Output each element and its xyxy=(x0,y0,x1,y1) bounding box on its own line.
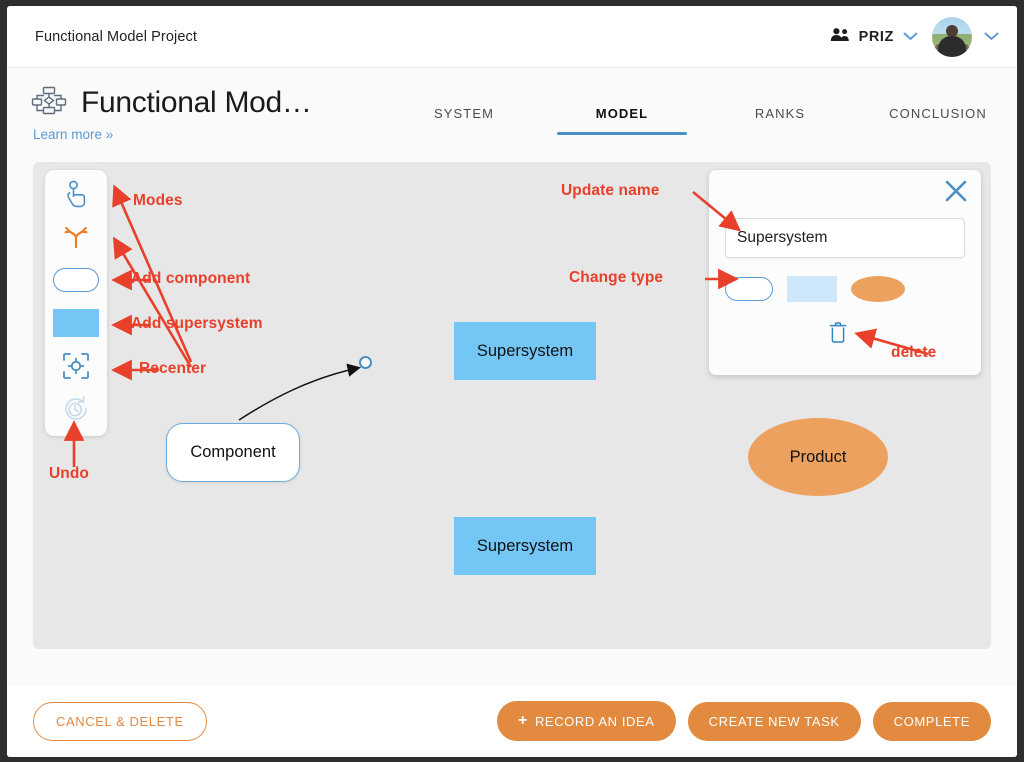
complete-button[interactable]: COMPLETE xyxy=(872,701,991,741)
type-component-swatch[interactable] xyxy=(725,277,773,301)
org-switcher[interactable]: PRIZ xyxy=(830,27,918,47)
top-bar-right: PRIZ xyxy=(830,16,999,57)
record-idea-button[interactable]: + RECORD AN IDEA xyxy=(496,701,676,741)
node-product[interactable]: Product xyxy=(748,418,888,496)
chevron-down-icon-user[interactable] xyxy=(984,29,999,44)
tab-model[interactable]: MODEL xyxy=(543,98,701,135)
page-header: Functional Mod… Learn more » SYSTEM MODE… xyxy=(7,68,1017,160)
node-name-input[interactable] xyxy=(725,218,965,258)
annotation-modes: Modes xyxy=(133,192,183,209)
type-supersystem-swatch[interactable] xyxy=(787,276,837,302)
close-icon[interactable] xyxy=(943,178,969,208)
top-bar: Functional Model Project PRIZ xyxy=(7,6,1017,68)
undo-icon[interactable] xyxy=(53,394,99,424)
add-supersystem-shape xyxy=(53,309,99,337)
chevron-down-icon[interactable] xyxy=(903,29,918,44)
record-idea-label: RECORD AN IDEA xyxy=(534,713,655,729)
canvas-area: Supersystem Component Product Supersyste… xyxy=(7,160,1017,685)
node-supersystem-top[interactable]: Supersystem xyxy=(454,322,596,380)
tab-ranks[interactable]: RANKS xyxy=(754,106,806,121)
learn-more-link[interactable]: Learn more » xyxy=(33,127,114,142)
annotation-recenter: Recenter xyxy=(139,360,207,377)
create-task-button[interactable]: CREATE NEW TASK xyxy=(687,701,861,741)
node-label: Supersystem xyxy=(476,536,574,555)
model-canvas[interactable]: Supersystem Component Product Supersyste… xyxy=(33,162,991,649)
tab-bar: SYSTEM MODEL RANKS CONCLUSION xyxy=(385,86,1017,135)
type-product-swatch[interactable] xyxy=(851,276,905,302)
tab-system[interactable]: SYSTEM xyxy=(433,106,495,121)
footer-action-bar: CANCEL & DELETE + RECORD AN IDEA CREATE … xyxy=(7,685,1017,757)
org-name: PRIZ xyxy=(858,28,894,45)
recenter-icon[interactable] xyxy=(53,351,99,381)
annotation-undo: Undo xyxy=(49,465,89,482)
project-header-left: Functional Mod… Learn more » xyxy=(7,86,385,144)
node-label: Supersystem xyxy=(476,341,574,360)
app-window: Functional Model Project PRIZ xyxy=(7,6,1017,757)
cancel-delete-button[interactable]: CANCEL & DELETE xyxy=(33,701,207,741)
tab-conclusion[interactable]: CONCLUSION xyxy=(889,106,987,121)
trash-icon[interactable] xyxy=(829,322,847,348)
add-component-button[interactable] xyxy=(53,265,99,295)
avatar[interactable] xyxy=(932,16,972,57)
annotation-update-name: Update name xyxy=(561,182,660,199)
canvas-toolbar xyxy=(45,170,107,436)
project-title: Functional Model Project xyxy=(35,28,197,45)
user-menu[interactable] xyxy=(932,16,999,57)
page-title: Functional Mod… xyxy=(81,86,312,119)
node-edit-dialog xyxy=(709,170,981,375)
add-supersystem-button[interactable] xyxy=(53,308,99,338)
annotation-delete: delete xyxy=(891,344,937,361)
node-type-selector xyxy=(725,276,905,302)
connect-mode-icon[interactable] xyxy=(53,222,99,252)
annotation-add-component: Add component xyxy=(131,270,251,287)
annotation-add-supersystem: Add supersystem xyxy=(131,315,263,332)
connector-handle[interactable] xyxy=(359,356,372,369)
node-label: Component xyxy=(190,443,276,461)
node-supersystem-bottom[interactable]: Supersystem xyxy=(454,517,596,575)
group-icon xyxy=(830,27,850,47)
annotation-change-type: Change type xyxy=(569,269,664,286)
node-label: Product xyxy=(789,447,847,466)
add-component-shape xyxy=(53,268,99,292)
touch-mode-icon[interactable] xyxy=(53,179,99,209)
footer-right-buttons: + RECORD AN IDEA CREATE NEW TASK COMPLET… xyxy=(496,701,991,741)
plus-icon: + xyxy=(517,712,528,729)
functional-model-diagram-icon xyxy=(31,86,67,120)
node-component[interactable]: Component xyxy=(166,423,300,482)
